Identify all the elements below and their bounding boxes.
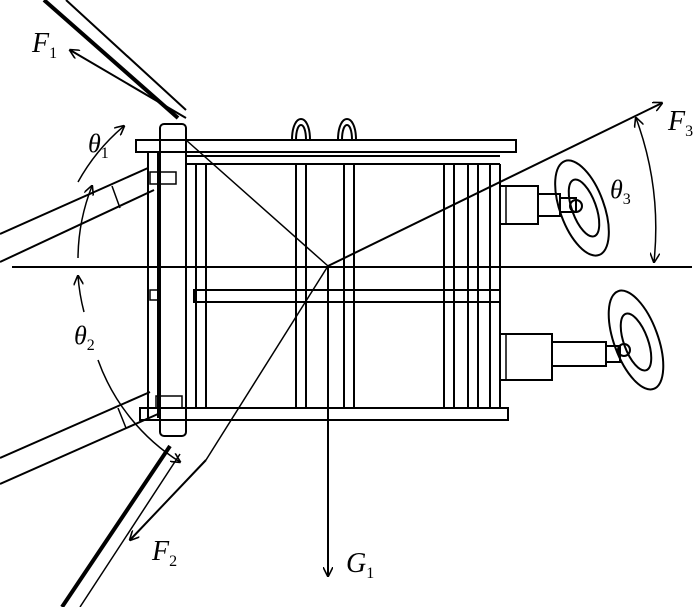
- theta2-upper-arc: [77, 186, 92, 259]
- f2-line-of-action: [205, 265, 329, 461]
- theta3-label: θ3: [610, 175, 631, 208]
- theta2-label: θ2: [74, 321, 95, 354]
- top-insulators: [291, 118, 357, 141]
- f2-label: F2: [151, 536, 177, 570]
- theta2-lower-arc: [78, 276, 85, 313]
- f3-label: F3: [667, 106, 693, 140]
- f1-line-of-action: [185, 139, 329, 267]
- theta2-arc: [97, 359, 180, 462]
- f2-arrow: [130, 459, 207, 540]
- theta1-arc: [77, 126, 124, 183]
- f1-label: F1: [31, 28, 57, 62]
- right-lower-insulator: [499, 289, 665, 391]
- lower-left-support-arm: [60, 444, 181, 607]
- g1-label: G1: [346, 548, 374, 582]
- theta1-label: θ1: [88, 129, 109, 162]
- upper-left-rod: [0, 167, 177, 263]
- f1-arrow: [70, 50, 187, 119]
- right-upper-insulator: [499, 159, 610, 257]
- frame-structure: [135, 123, 517, 437]
- upper-left-support-arm: [42, 0, 187, 120]
- f3-arrow: [327, 103, 662, 267]
- theta3-arc: [636, 118, 656, 262]
